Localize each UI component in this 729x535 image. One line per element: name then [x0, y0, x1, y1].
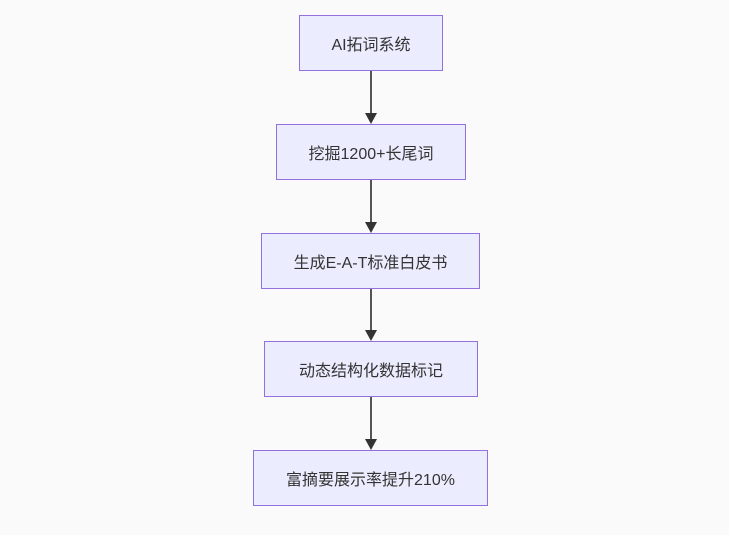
flow-node-label: 挖掘1200+长尾词 — [308, 146, 434, 163]
flow-node-structured-data-markup: 动态结构化数据标记 — [264, 341, 478, 397]
flow-arrow-1 — [364, 71, 378, 124]
arrowhead-down-icon — [365, 113, 377, 124]
arrow-line — [370, 71, 372, 116]
arrow-line — [370, 289, 372, 333]
flow-node-label: 富摘要展示率提升210% — [286, 472, 455, 489]
flow-node-label: AI拓词系统 — [331, 37, 411, 54]
arrowhead-down-icon — [365, 222, 377, 233]
flow-arrow-3 — [364, 289, 378, 341]
flow-node-eat-whitepaper: 生成E-A-T标准白皮书 — [261, 233, 480, 289]
arrowhead-down-icon — [365, 330, 377, 341]
flow-node-label: 动态结构化数据标记 — [298, 363, 443, 380]
arrow-line — [370, 180, 372, 225]
flow-node-label: 生成E-A-T标准白皮书 — [293, 255, 448, 272]
arrow-line — [370, 397, 372, 442]
flow-node-ai-expansion-system: AI拓词系统 — [299, 15, 443, 71]
arrowhead-down-icon — [365, 439, 377, 450]
flow-node-rich-snippet-rate: 富摘要展示率提升210% — [253, 450, 488, 506]
flow-arrow-4 — [364, 397, 378, 450]
flow-node-longtail-keywords: 挖掘1200+长尾词 — [276, 124, 466, 180]
flow-arrow-2 — [364, 180, 378, 233]
